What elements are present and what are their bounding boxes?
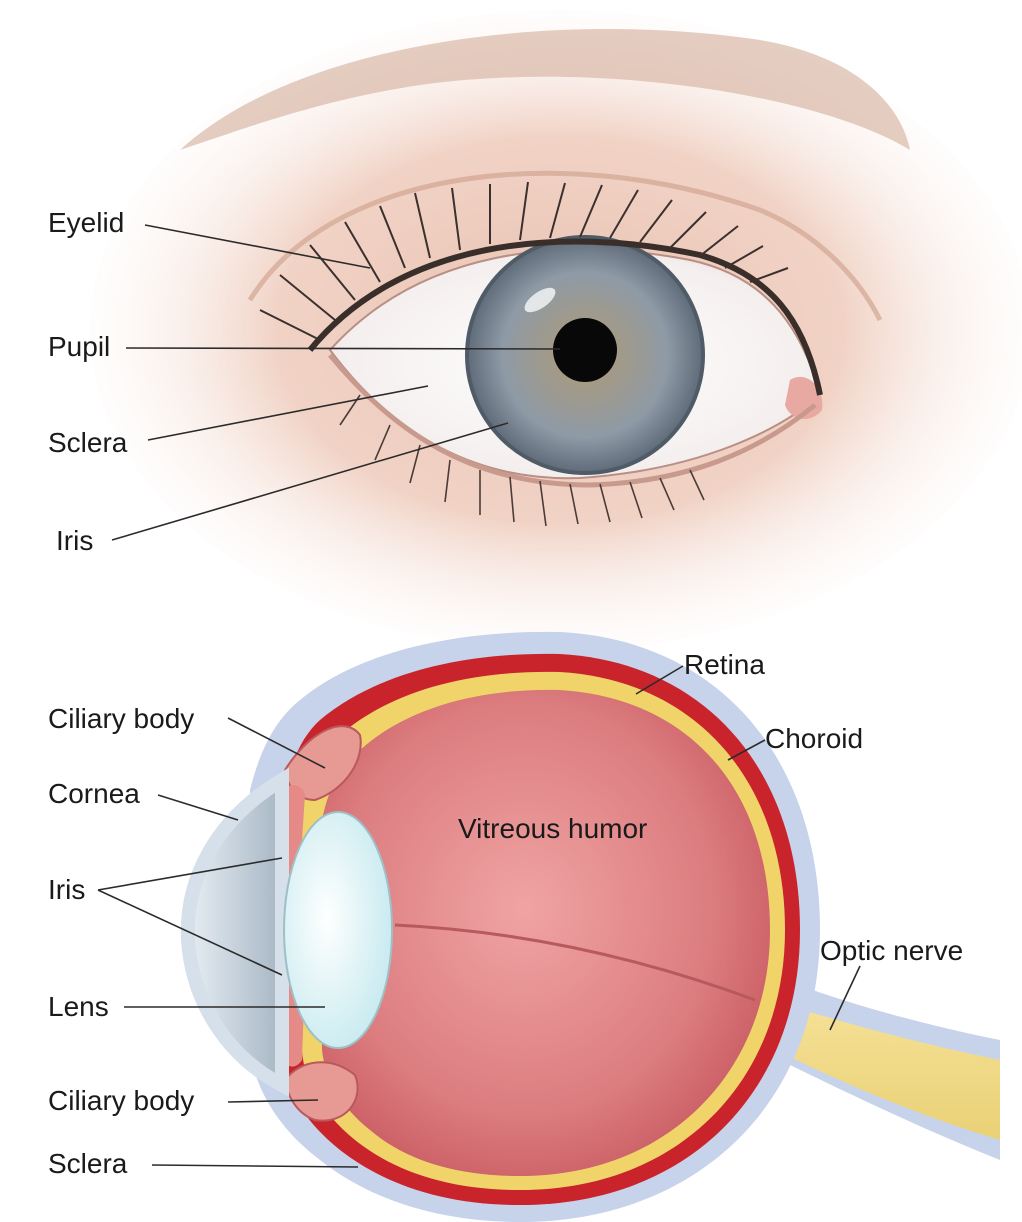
leader-retina [635,665,684,695]
leader-eyelid [144,224,371,269]
leader-choroid [727,739,766,761]
label-cornea: Cornea [48,778,140,809]
external-eye [90,10,1022,650]
leader-optic-nerve [829,965,861,1031]
ciliary-body-bottom-shape [283,1061,359,1122]
lens-shape [283,811,393,1049]
lid-crease [247,170,883,322]
upper-lashes [259,181,789,341]
leader-iris-top [97,857,283,891]
label-optic-nerve: Optic nerve [820,935,963,966]
leader-cornea [157,794,239,821]
label-iris: Iris [56,525,93,556]
upper-lid-margin [307,238,823,396]
lower-lid-margin [328,353,817,488]
label-sclera-section: Sclera [48,1148,128,1179]
label-eyelid: Eyelid [48,207,124,238]
label-retina: Retina [684,649,765,680]
labels: Eyelid Pupil Sclera Iris Ciliary body Co… [48,207,963,1179]
label-vitreous-humor: Vitreous humor [458,813,647,844]
leader-ciliary-bottom [227,1099,319,1103]
leader-pupil [125,347,561,350]
leader-lines [97,224,861,1168]
leader-iris-bottom [97,889,283,976]
leader-ciliary-top [227,717,326,769]
eye-cross-section [180,631,1000,1222]
lower-lashes [339,394,705,527]
vitreous-body [322,689,770,1176]
leader-iris [111,422,509,541]
label-ciliary-body-bottom: Ciliary body [48,1085,194,1116]
label-pupil: Pupil [48,331,110,362]
label-ciliary-body-top: Ciliary body [48,703,194,734]
vitreous-divide [394,923,756,1002]
label-iris-section: Iris [48,874,85,905]
leader-sclera-bottom [151,1164,359,1168]
eyebrow [180,29,910,150]
label-sclera: Sclera [48,427,128,458]
label-lens: Lens [48,991,109,1022]
leader-sclera [147,385,429,441]
pupil-dot [553,318,617,382]
iris-highlight [524,287,556,313]
label-choroid: Choroid [765,723,863,754]
cornea-shape [180,767,289,1097]
